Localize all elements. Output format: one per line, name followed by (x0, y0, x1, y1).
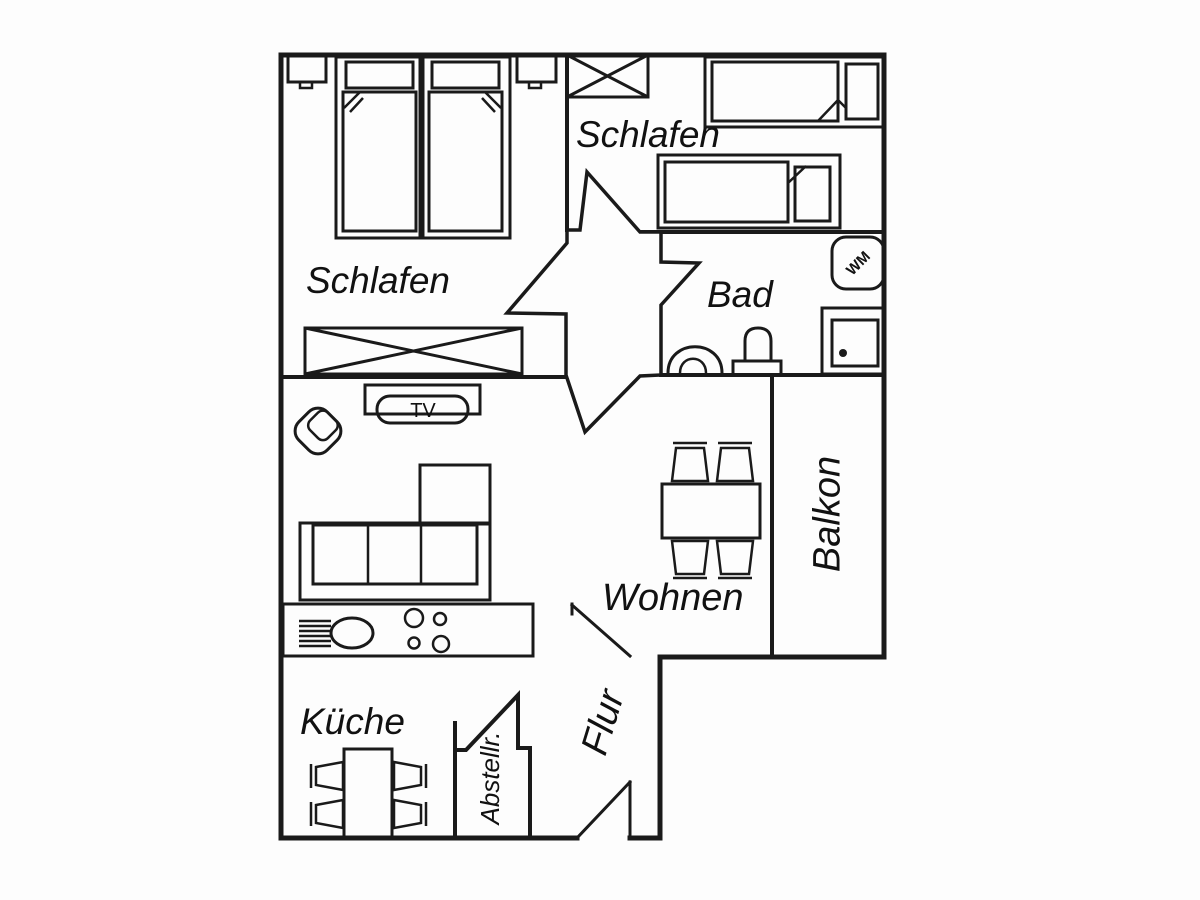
chair-icon (670, 539, 710, 580)
dining-table-icon (660, 482, 762, 540)
room-label-living: Wohnen (602, 577, 744, 619)
single-bed-icon (703, 55, 885, 129)
washing-machine-label: WM (843, 248, 874, 279)
room-living: TV Wohnen (293, 383, 762, 619)
room-balcony: Balkon (806, 456, 848, 572)
wardrobe-icon (565, 53, 650, 99)
room-label-bath: Bad (707, 274, 774, 315)
double-bed-icon (334, 55, 512, 240)
chair-icon (309, 760, 345, 792)
room-label-kitchen: Küche (300, 701, 405, 742)
stove-icon (403, 607, 451, 654)
kitchen-counter-icon (281, 602, 535, 658)
room-bath: WM Bad (666, 235, 886, 377)
radiator-icon (286, 53, 328, 90)
room-hall: Flur (574, 684, 634, 760)
wardrobe-icon (303, 326, 524, 376)
chair-icon (715, 441, 755, 483)
sofa-icon (298, 463, 492, 602)
washing-machine-icon: WM (830, 235, 886, 291)
kitchen-sink-icon (329, 616, 375, 650)
entrance-door-icon (574, 779, 633, 841)
room-label-bedroom-left: Schlafen (306, 260, 450, 301)
hall-door-swing-icon (569, 602, 633, 659)
chair-icon (715, 539, 755, 580)
kitchen-table-icon (342, 747, 394, 840)
chair-icon (392, 760, 428, 792)
room-bedroom-left: Schlafen (286, 53, 558, 376)
tv-sideboard-icon: TV (363, 383, 482, 425)
armchair-icon (293, 406, 343, 456)
chair-icon (392, 798, 428, 830)
chair-icon (309, 798, 345, 830)
room-bedroom-right: Schlafen (565, 53, 885, 230)
door-swing-star (503, 167, 703, 436)
toilet-icon (731, 326, 783, 377)
vent-grill-icon (299, 619, 331, 648)
tv-label: TV (410, 400, 436, 422)
room-label-storage: Abstellr. (475, 732, 505, 827)
room-label-hall: Flur (574, 684, 634, 760)
radiator-icon (515, 53, 558, 90)
doors (569, 602, 633, 841)
room-label-bedroom-right: Schlafen (576, 114, 720, 155)
single-bed-icon (656, 153, 842, 230)
room-storage: Abstellr. (475, 732, 505, 827)
shower-icon (820, 306, 886, 376)
sink-icon (666, 345, 724, 374)
chair-icon (670, 441, 710, 483)
room-label-balcony: Balkon (806, 456, 848, 572)
room-kitchen: Küche (281, 602, 535, 840)
storage-walls (453, 689, 532, 840)
outer-wall (278, 52, 887, 841)
